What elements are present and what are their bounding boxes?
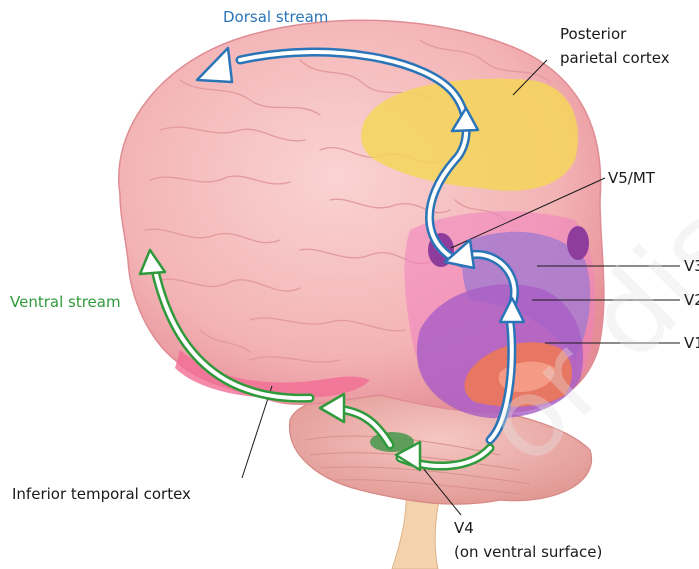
dorsal-stream-label: Dorsal stream [223, 7, 328, 27]
inferior-temporal-label: Inferior temporal cortex [12, 484, 191, 504]
v5-mt-label: V5/MT [608, 168, 655, 188]
v1-label: V1 [684, 333, 699, 353]
ventral-stream-label: Ventral stream [10, 292, 121, 312]
v2-label: V2 [684, 290, 699, 310]
v4-note-label: (on ventral surface) [454, 542, 602, 562]
v3-dark-blob [567, 226, 589, 260]
v4-label: V4 [454, 518, 474, 538]
posterior-parietal-label-line2: parietal cortex [560, 48, 670, 68]
v3-label: V3 [684, 256, 699, 276]
posterior-parietal-label-line1: Posterior [560, 24, 626, 44]
